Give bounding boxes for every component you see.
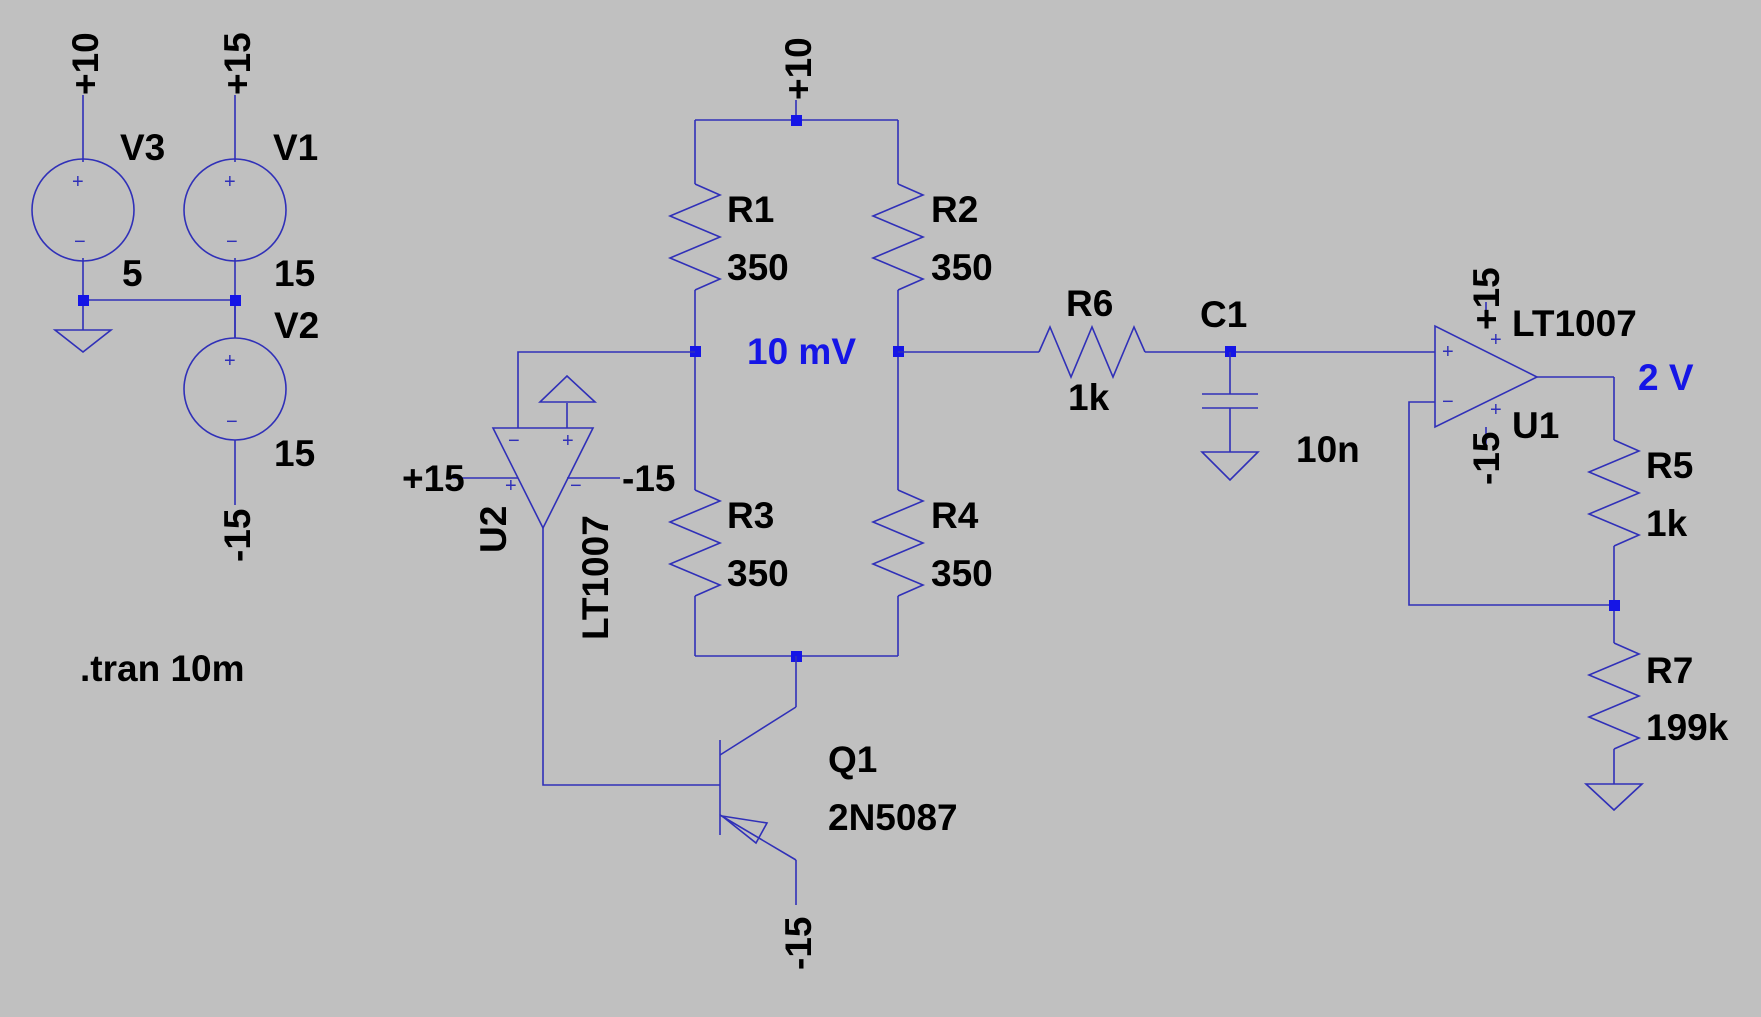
v3-plus-mark: + xyxy=(72,171,84,193)
v3-name: V3 xyxy=(120,127,165,168)
r6-name: R6 xyxy=(1066,283,1113,324)
q1-emitter-arrow xyxy=(719,814,769,845)
v1-value: 15 xyxy=(274,253,315,294)
u2-minus-mark: − xyxy=(570,475,582,497)
bridge-node-probe[interactable]: 10 mV xyxy=(747,331,856,372)
v1-plus-mark: + xyxy=(224,171,236,193)
r7-name: R7 xyxy=(1646,650,1693,691)
v3-terminal-label: +10 xyxy=(65,32,106,95)
r4-value: 350 xyxy=(931,553,993,594)
output-probe[interactable]: 2 V xyxy=(1638,357,1694,398)
transistor-q1[interactable] xyxy=(719,656,797,905)
bridge-section: +10 R1 350 R2 350 R3 350 R4 350 10 mV xyxy=(667,37,993,662)
ground-icon xyxy=(52,329,114,354)
ground-icon xyxy=(1200,451,1260,482)
junction xyxy=(791,115,802,126)
r4-name: R4 xyxy=(931,495,979,536)
resistor-r5[interactable] xyxy=(1586,439,1642,547)
v2-minus-mark: − xyxy=(226,411,238,433)
junction xyxy=(1609,600,1620,611)
capacitor-c1[interactable] xyxy=(1202,352,1258,452)
u2-model: LT1007 xyxy=(575,515,616,640)
u1-vplus-mark: + xyxy=(1490,329,1502,351)
v1-minus-mark: − xyxy=(226,231,238,253)
junction xyxy=(230,295,241,306)
r5-value: 1k xyxy=(1646,503,1688,544)
resistor-r7[interactable] xyxy=(1586,642,1642,750)
resistor-r3[interactable] xyxy=(667,489,723,597)
current-source-section: + − − + +15 -15 U2 LT1007 Q1 2N5087 -15 xyxy=(402,351,958,970)
u2-in-plus-mark: + xyxy=(562,430,574,452)
q1-name: Q1 xyxy=(828,739,877,780)
u1-vplus-label: +15 xyxy=(1466,267,1507,330)
tran-directive[interactable]: .tran 10m xyxy=(80,648,245,689)
opamp-u1[interactable] xyxy=(1434,324,1539,429)
u1-in-plus-mark: + xyxy=(1442,341,1454,363)
junction xyxy=(1225,346,1236,357)
u2-vplus-label: +15 xyxy=(402,458,465,499)
v3-value: 5 xyxy=(122,253,143,294)
u1-vminus-mark: + xyxy=(1490,399,1502,421)
u2-name: U2 xyxy=(473,506,514,553)
r3-value: 350 xyxy=(727,553,789,594)
source-v2[interactable]: + − xyxy=(183,300,287,505)
r6-value: 1k xyxy=(1068,377,1110,418)
ground-icon xyxy=(1583,783,1645,812)
q1-emitter-supply: -15 xyxy=(778,917,819,970)
resistor-r4[interactable] xyxy=(870,489,926,597)
r2-value: 350 xyxy=(931,247,993,288)
v2-plus-mark: + xyxy=(224,350,236,372)
u1-in-minus-mark: − xyxy=(1442,391,1454,413)
u2-plus-mark: + xyxy=(505,475,517,497)
resistor-r1[interactable] xyxy=(667,183,723,291)
v3-minus-mark: − xyxy=(74,231,86,253)
v1-terminal-label: +15 xyxy=(217,32,258,95)
source-v3[interactable]: + − xyxy=(31,95,135,330)
resistor-r2[interactable] xyxy=(870,183,926,291)
r2-name: R2 xyxy=(931,189,978,230)
bridge-supply-label: +10 xyxy=(778,37,819,100)
junction xyxy=(690,346,701,357)
r5-name: R5 xyxy=(1646,445,1693,486)
r3-name: R3 xyxy=(727,495,774,536)
v1-name: V1 xyxy=(273,127,318,168)
r1-value: 350 xyxy=(727,247,789,288)
supply-section: + − +10 V3 5 + − +15 V1 15 + − -15 V2 15 xyxy=(31,32,319,562)
filter-section: R6 1k C1 10n xyxy=(898,283,1435,482)
u2-vminus-label: -15 xyxy=(622,458,675,499)
r7-value: 199k xyxy=(1646,707,1729,748)
v2-value: 15 xyxy=(274,433,315,474)
u1-name: U1 xyxy=(1512,405,1559,446)
resistor-r6[interactable] xyxy=(1038,324,1146,380)
u2-in-minus-mark: − xyxy=(508,430,520,452)
v2-terminal-label: -15 xyxy=(217,509,258,562)
c1-name: C1 xyxy=(1200,294,1247,335)
u1-model: LT1007 xyxy=(1512,303,1637,344)
ground-icon xyxy=(538,374,598,403)
c1-value: 10n xyxy=(1296,429,1360,470)
junction xyxy=(78,295,89,306)
u1-vminus-label: -15 xyxy=(1466,432,1507,485)
v2-name: V2 xyxy=(274,305,319,346)
r1-name: R1 xyxy=(727,189,774,230)
output-amp-section: + − + + +15 -15 LT1007 U1 2 V R5 1k R7 1… xyxy=(1408,267,1729,812)
q1-model: 2N5087 xyxy=(828,797,958,838)
